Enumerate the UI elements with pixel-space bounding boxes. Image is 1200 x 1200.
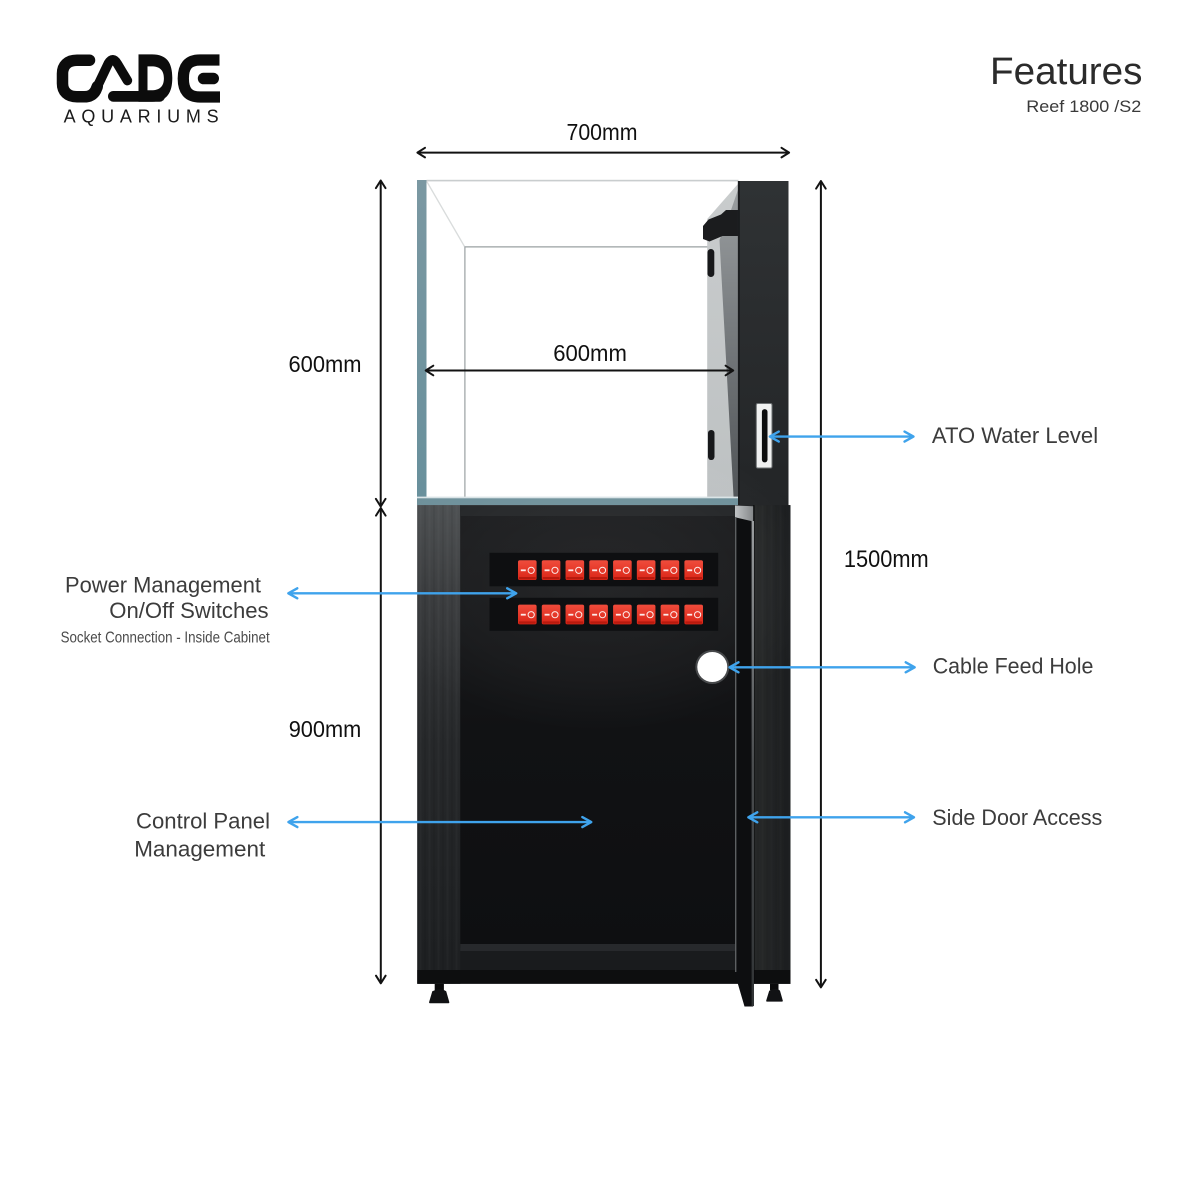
svg-text:600mm: 600mm xyxy=(553,340,627,366)
svg-text:Reef 1800 /S2: Reef 1800 /S2 xyxy=(1026,97,1141,116)
svg-text:Power Management: Power Management xyxy=(65,573,262,598)
svg-text:On/Off Switches: On/Off Switches xyxy=(109,598,268,623)
svg-text:700mm: 700mm xyxy=(567,119,638,145)
svg-text:600mm: 600mm xyxy=(289,351,362,377)
svg-text:Side Door Access: Side Door Access xyxy=(932,805,1102,830)
svg-text:Cable Feed Hole: Cable Feed Hole xyxy=(933,654,1094,679)
svg-text:Control Panel: Control Panel xyxy=(136,808,270,833)
svg-text:AQUARIUMS: AQUARIUMS xyxy=(64,107,219,127)
svg-text:Socket Connection - Inside Cab: Socket Connection - Inside Cabinet xyxy=(61,630,271,647)
svg-text:1500mm: 1500mm xyxy=(844,546,929,573)
svg-text:ATO Water Level: ATO Water Level xyxy=(932,423,1098,448)
svg-text:Management: Management xyxy=(134,837,266,862)
svg-text:Features: Features xyxy=(990,51,1143,93)
svg-text:900mm: 900mm xyxy=(289,716,362,742)
